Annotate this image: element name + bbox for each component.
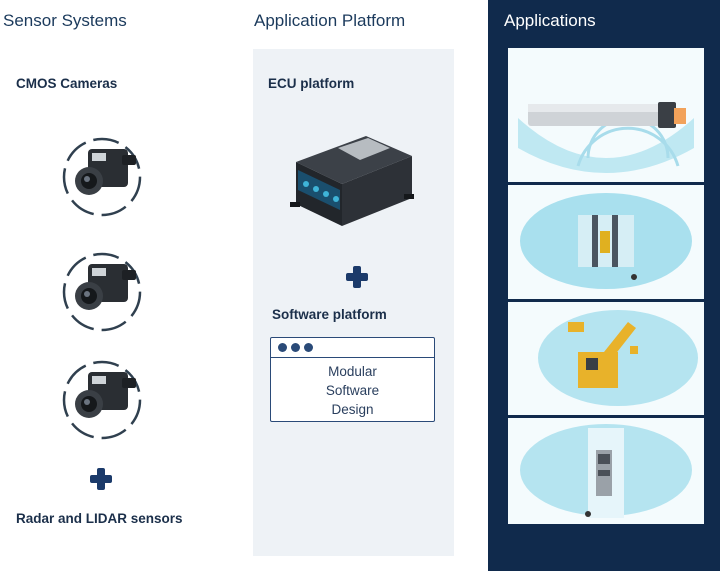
cmos-cameras-label: CMOS Cameras bbox=[16, 76, 118, 91]
cmos-camera-1 bbox=[62, 137, 142, 217]
cmos-camera-3 bbox=[62, 360, 142, 440]
platform-panel bbox=[253, 49, 454, 556]
ecu-device bbox=[290, 136, 414, 226]
radar-lidar-label: Radar and LIDAR sensors bbox=[16, 511, 183, 526]
software-line-1: Modular bbox=[328, 364, 377, 379]
window-titlebar bbox=[271, 338, 434, 358]
applications-title: Applications bbox=[504, 11, 596, 30]
cmos-camera-2 bbox=[62, 252, 142, 332]
window-dots-icon bbox=[278, 343, 287, 352]
application-platform-title: Application Platform bbox=[254, 11, 406, 30]
application-card-1 bbox=[508, 48, 704, 182]
software-line-2: Software bbox=[325, 383, 380, 398]
software-design-window: Modular Software Design bbox=[270, 337, 435, 422]
software-line-3: Design bbox=[331, 402, 374, 417]
software-design-text: Modular Software Design bbox=[271, 362, 434, 419]
sensor-systems-title: Sensor Systems bbox=[3, 11, 127, 30]
plus-icon bbox=[90, 468, 112, 490]
ecu-platform-label: ECU platform bbox=[268, 76, 355, 91]
window-dot-3 bbox=[304, 343, 313, 352]
application-card-2 bbox=[508, 185, 704, 299]
application-card-4 bbox=[508, 418, 704, 524]
application-card-3 bbox=[508, 302, 704, 415]
plus-icon-platform bbox=[346, 266, 368, 288]
software-platform-label: Software platform bbox=[272, 307, 387, 322]
window-dot-2 bbox=[291, 343, 300, 352]
